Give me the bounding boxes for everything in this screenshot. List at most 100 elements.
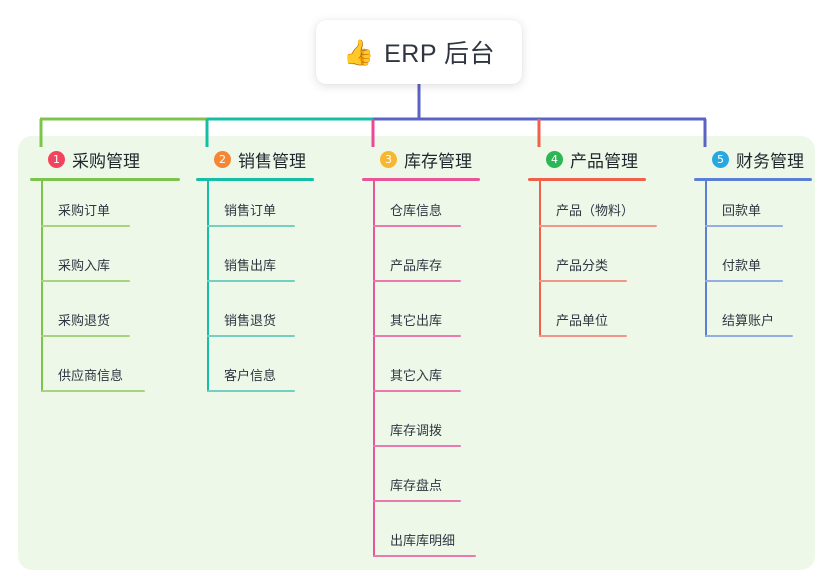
- branch-header-5[interactable]: 5 财务管理: [694, 147, 812, 171]
- branch-item-rule: [207, 280, 295, 282]
- thumbs-up-icon: 👍: [342, 37, 375, 67]
- branch-number-badge: 1: [48, 150, 65, 168]
- branch-item-rule: [41, 225, 130, 227]
- branch-spine: [373, 181, 375, 557]
- branch-header-rule: [196, 178, 314, 181]
- branch-item-label: 销售退货: [224, 313, 277, 328]
- branch-item[interactable]: 供应商信息: [30, 346, 180, 401]
- branch-item-rule: [41, 280, 130, 282]
- branch-column-5: 5 财务管理回款单付款单结算账户: [694, 147, 812, 346]
- branch-title: 财务管理: [736, 151, 804, 171]
- branch-column-4: 4 产品管理产品（物料） 产品分类产品单位: [528, 147, 657, 346]
- branch-spine: [705, 181, 707, 337]
- branch-item-rule: [373, 445, 461, 447]
- branch-item-rule: [705, 225, 783, 227]
- branch-item-rule: [539, 225, 657, 227]
- branch-item[interactable]: 付款单: [694, 236, 812, 291]
- branches-background-panel: [18, 136, 815, 570]
- branch-item-rule: [705, 335, 793, 337]
- branch-header-4[interactable]: 4 产品管理: [528, 147, 646, 171]
- branch-item-rule: [539, 335, 627, 337]
- branch-item[interactable]: 采购入库: [30, 236, 180, 291]
- branch-item-label: 采购退货: [58, 313, 111, 328]
- branch-item-label: 销售出库: [224, 258, 277, 273]
- branch-header-3[interactable]: 3 库存管理: [362, 147, 480, 171]
- branch-item-label: 供应商信息: [58, 368, 124, 383]
- branch-item[interactable]: 其它入库: [362, 346, 480, 401]
- branch-item-label: 销售订单: [224, 203, 277, 218]
- branch-number-badge: 5: [712, 150, 729, 168]
- branch-item[interactable]: 产品单位: [528, 291, 646, 346]
- branch-item-rule: [373, 555, 476, 557]
- branch-item-rule: [373, 225, 461, 227]
- branch-item-list: 仓库信息产品库存其它出库其它入库库存调拨库存盘点出库库明细: [362, 181, 480, 566]
- branch-item-label: 仓库信息: [390, 203, 443, 218]
- branch-item-rule: [705, 280, 783, 282]
- branch-column-1: 1 采购管理采购订单采购入库采购退货供应商信息: [30, 147, 180, 401]
- branch-item[interactable]: 产品库存: [362, 236, 480, 291]
- branch-item-rule: [207, 390, 295, 392]
- branch-item-rule: [373, 335, 461, 337]
- branch-item-rule: [373, 500, 461, 502]
- branch-item-label: 产品单位: [556, 313, 609, 328]
- branch-title: 产品管理: [570, 151, 638, 171]
- branch-item-list: 销售订单销售出库销售退货客户信息: [196, 181, 314, 401]
- branch-item-rule: [373, 390, 461, 392]
- branch-item-label: 其它出库: [390, 313, 443, 328]
- branch-spine: [207, 181, 209, 392]
- branch-spine: [539, 181, 541, 337]
- branch-item-rule: [41, 390, 145, 392]
- branch-title: 采购管理: [72, 151, 140, 171]
- branch-header-rule: [528, 178, 646, 181]
- branch-spine: [41, 181, 43, 392]
- branch-item-rule: [41, 335, 130, 337]
- branch-item-label: 结算账户: [722, 313, 775, 328]
- branch-column-3: 3 库存管理仓库信息产品库存其它出库其它入库库存调拨库存盘点出库库明细: [362, 147, 480, 566]
- root-node[interactable]: 👍 ERP 后台: [316, 20, 522, 84]
- root-node-title: ERP 后台: [384, 40, 496, 68]
- branch-item-rule: [207, 225, 295, 227]
- branch-number-badge: 4: [546, 150, 563, 168]
- branch-item[interactable]: 销售订单: [196, 181, 314, 236]
- branch-item-rule: [539, 280, 627, 282]
- branch-item-list: 产品（物料） 产品分类产品单位: [528, 181, 657, 346]
- branch-item-label: 其它入库: [390, 368, 443, 383]
- branch-item[interactable]: 销售出库: [196, 236, 314, 291]
- branch-item-label: 采购入库: [58, 258, 111, 273]
- branch-item-label: 回款单: [722, 203, 762, 218]
- branch-item-list: 采购订单采购入库采购退货供应商信息: [30, 181, 180, 401]
- branch-item-label: 出库库明细: [390, 533, 456, 548]
- branch-header-rule: [694, 178, 812, 181]
- branch-title: 库存管理: [404, 151, 472, 171]
- branch-item[interactable]: 库存调拨: [362, 401, 480, 456]
- branch-item[interactable]: 客户信息: [196, 346, 314, 401]
- branch-header-1[interactable]: 1 采购管理: [30, 147, 180, 171]
- branch-item[interactable]: 销售退货: [196, 291, 314, 346]
- branch-item[interactable]: 回款单: [694, 181, 812, 236]
- branch-number-badge: 3: [380, 150, 397, 168]
- branch-item-label: 产品分类: [556, 258, 609, 273]
- branch-item-list: 回款单付款单结算账户: [694, 181, 812, 346]
- branch-item-label: 产品（物料）: [556, 203, 635, 218]
- branch-item[interactable]: 出库库明细: [362, 511, 480, 566]
- branch-number-badge: 2: [214, 150, 231, 168]
- branch-item[interactable]: 仓库信息: [362, 181, 480, 236]
- branch-item-label: 产品库存: [390, 258, 443, 273]
- branch-item[interactable]: 产品分类: [528, 236, 646, 291]
- branch-header-rule: [362, 178, 480, 181]
- branch-item-rule: [373, 280, 461, 282]
- branch-item[interactable]: 结算账户: [694, 291, 812, 346]
- branch-item[interactable]: 采购订单: [30, 181, 180, 236]
- branch-item[interactable]: 库存盘点: [362, 456, 480, 511]
- branch-item[interactable]: 产品（物料）: [528, 181, 657, 236]
- branch-header-rule: [30, 178, 180, 181]
- branch-item-label: 库存盘点: [390, 478, 443, 493]
- branch-item-label: 付款单: [722, 258, 762, 273]
- branch-item[interactable]: 采购退货: [30, 291, 180, 346]
- branch-item[interactable]: 其它出库: [362, 291, 480, 346]
- branch-item-rule: [207, 335, 295, 337]
